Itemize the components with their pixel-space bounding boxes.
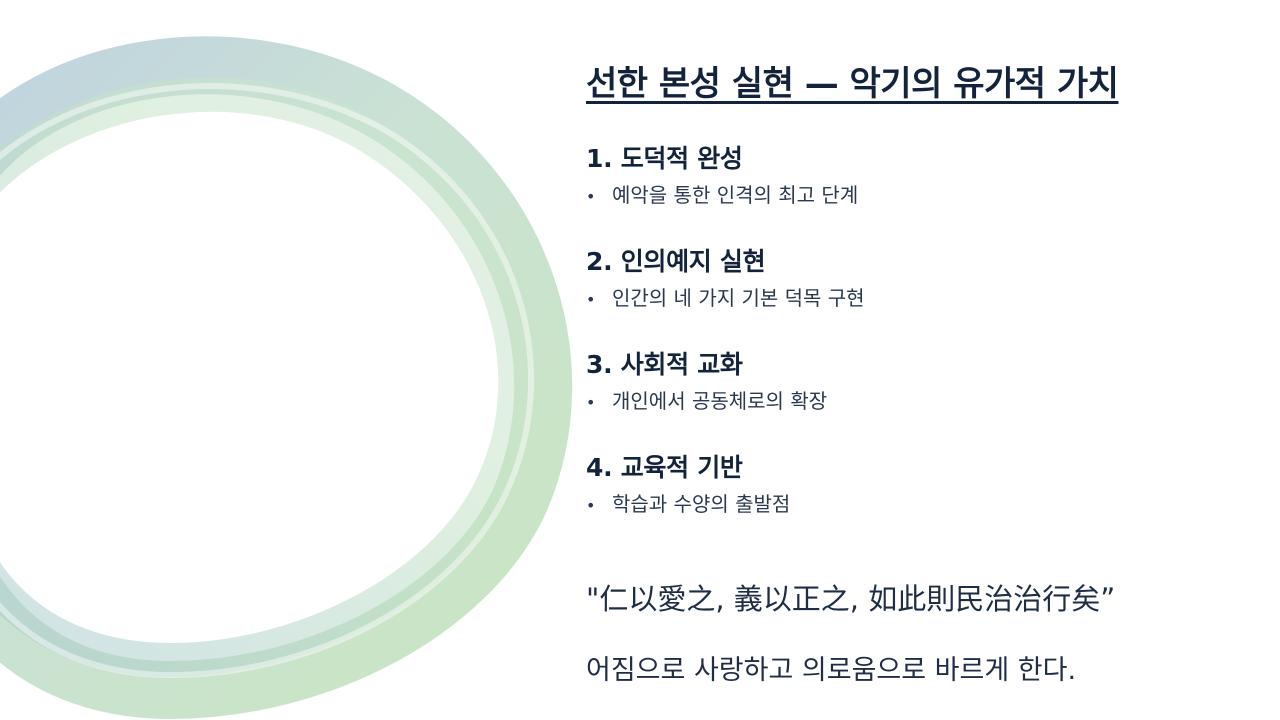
section-educational-foundation: 4. 교육적 기반 • 학습과 수양의 출발점: [586, 448, 1246, 517]
bullet-icon: •: [586, 290, 596, 309]
section-moral-perfection: 1. 도덕적 완성 • 예악을 통한 인격의 최고 단계: [586, 139, 1246, 208]
quote-translation: 어짐으로 사랑하고 의로움으로 바르게 한다.: [586, 655, 1077, 686]
section-heading: 4. 교육적 기반: [586, 453, 743, 482]
bullet-item: • 개인에서 공동체로의 확장: [586, 385, 1246, 414]
section-heading: 2. 인의예지 실현: [586, 247, 766, 276]
bullet-icon: •: [586, 393, 596, 412]
section-social-edification: 3. 사회적 교화 • 개인에서 공동체로의 확장: [586, 345, 1246, 414]
decorative-ring-graphic: [0, 36, 573, 720]
bullet-text: 예악을 통한 인격의 최고 단계: [612, 183, 859, 207]
section-heading: 3. 사회적 교화: [586, 350, 743, 379]
bullet-item: • 학습과 수양의 출발점: [586, 488, 1246, 517]
content-area: 선한 본성 실현 — 악기의 유가적 가치 1. 도덕적 완성 • 예악을 통한…: [586, 56, 1246, 551]
bullet-text: 인간의 네 가지 기본 덕목 구현: [612, 286, 865, 310]
slide-title: 선한 본성 실현 — 악기의 유가적 가치: [586, 64, 1119, 104]
bullet-icon: •: [586, 187, 596, 206]
bullet-icon: •: [586, 496, 596, 515]
classical-quote: "仁以愛之, 義以正之, 如此則民治治行矣”: [586, 582, 1116, 616]
bullet-item: • 예악을 통한 인격의 최고 단계: [586, 179, 1246, 208]
section-heading: 1. 도덕적 완성: [586, 144, 743, 173]
bullet-text: 개인에서 공동체로의 확장: [612, 389, 828, 413]
bullet-item: • 인간의 네 가지 기본 덕목 구현: [586, 282, 1246, 311]
section-four-virtues: 2. 인의예지 실현 • 인간의 네 가지 기본 덕목 구현: [586, 242, 1246, 311]
bullet-text: 학습과 수양의 출발점: [612, 492, 791, 516]
